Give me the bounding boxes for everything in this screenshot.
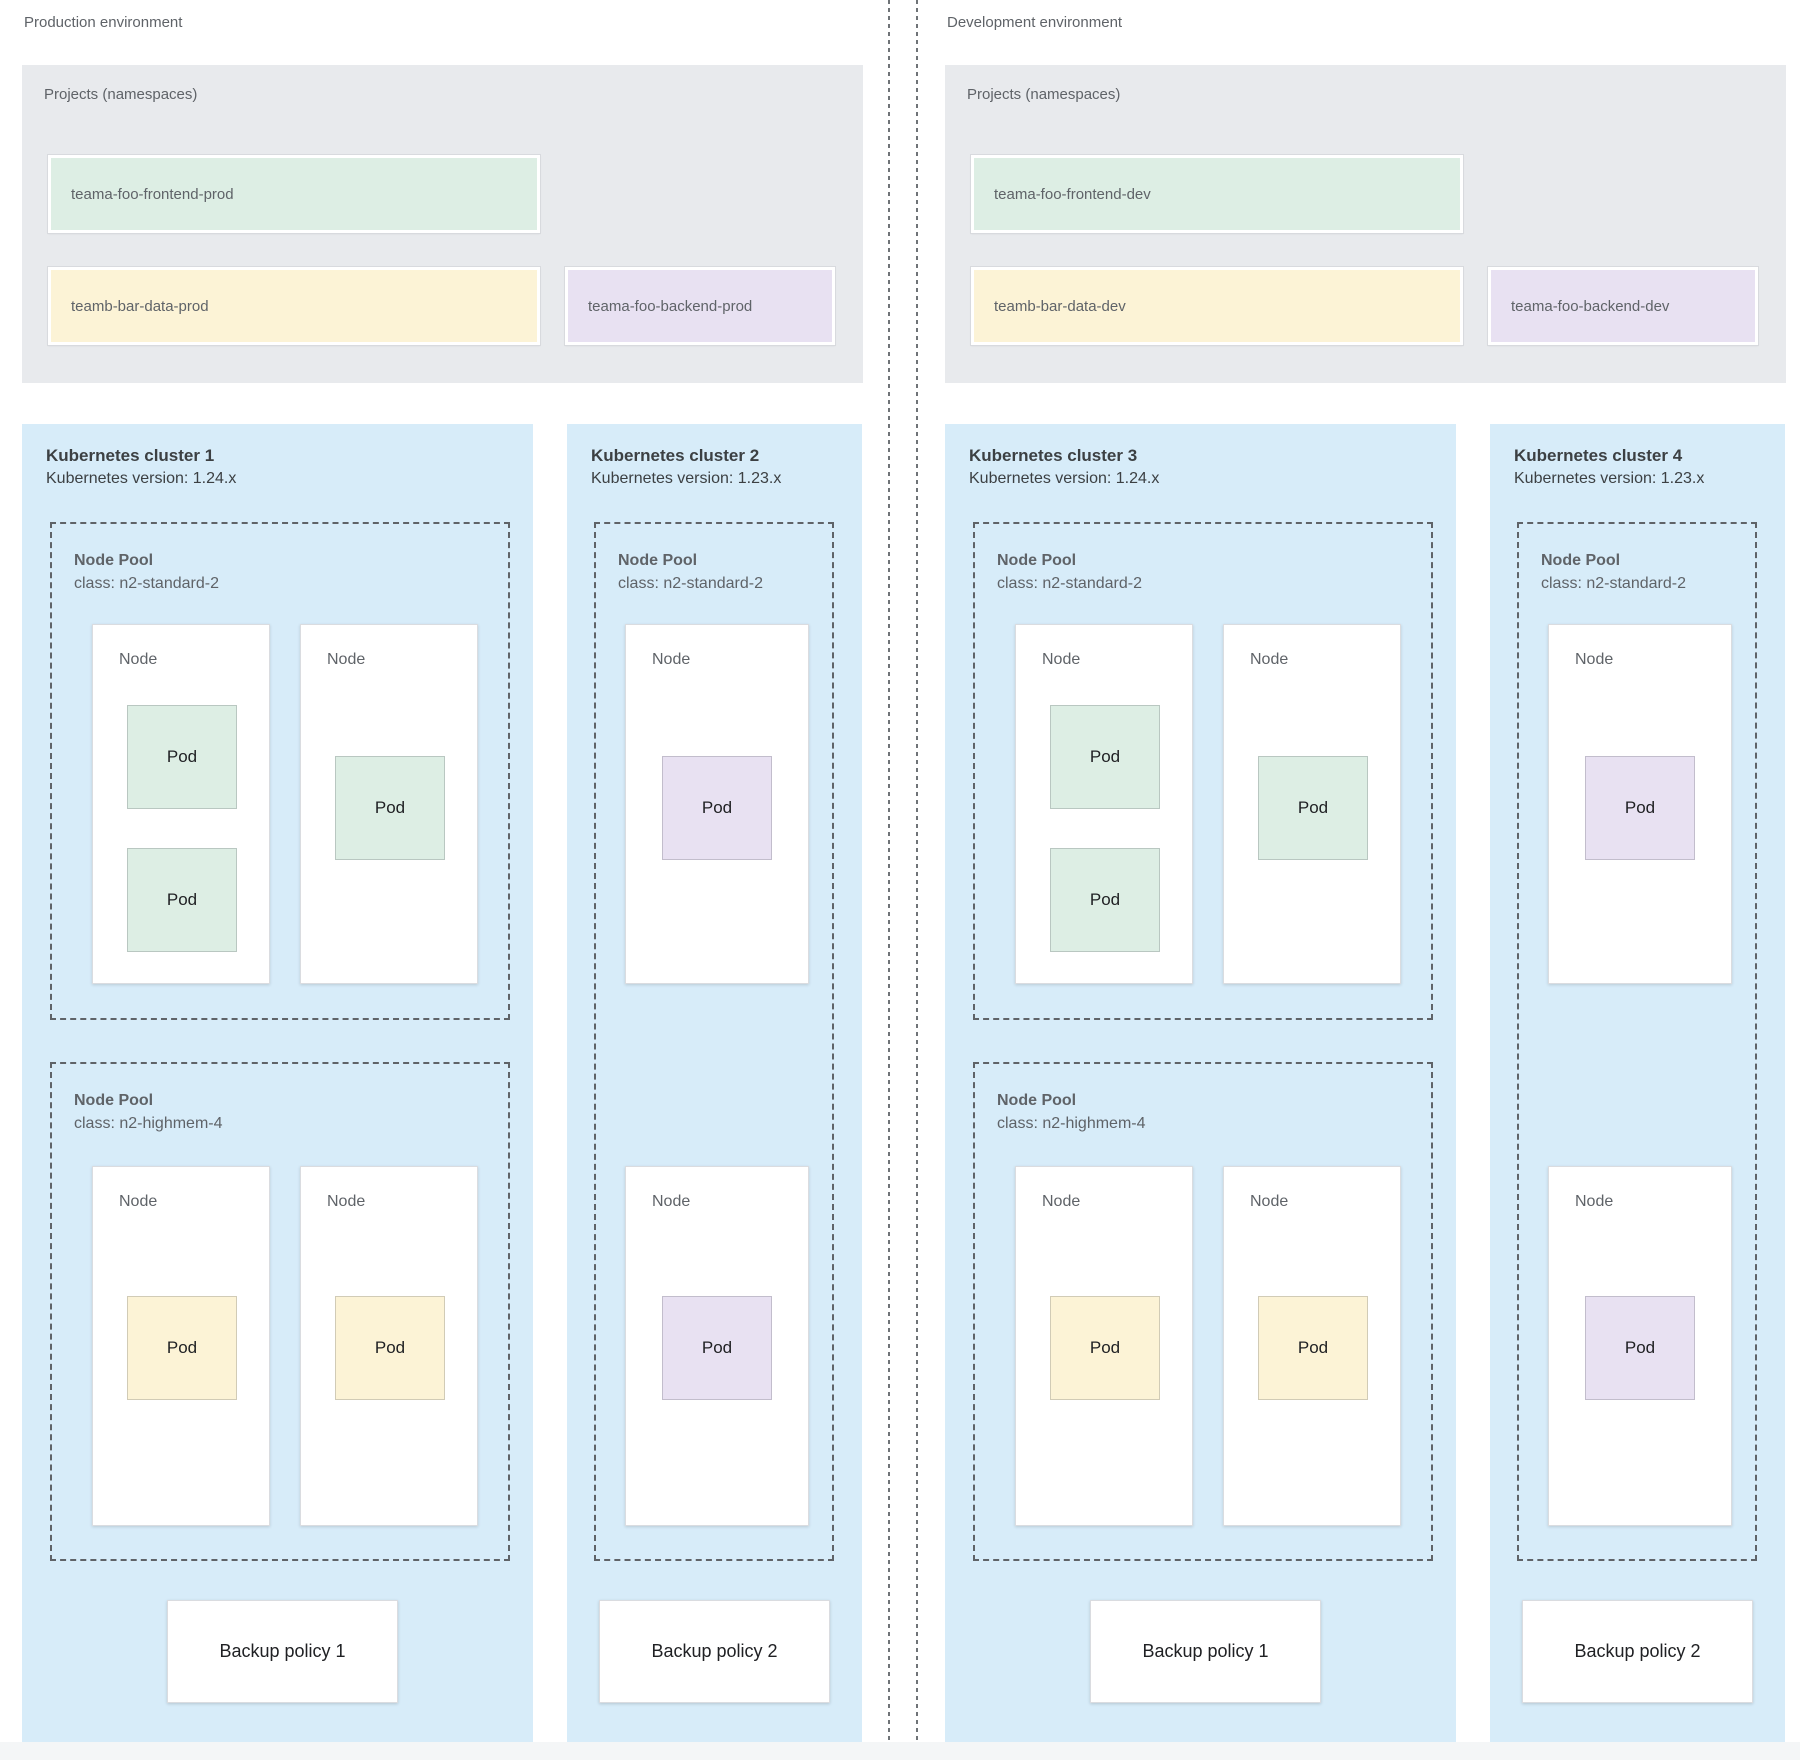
node-pool-class: class: n2-standard-2 (1541, 575, 1686, 592)
pod: Pod (1258, 1296, 1368, 1400)
pod: Pod (127, 1296, 237, 1400)
node-pool-title: Node Pool (997, 552, 1077, 569)
node-label: Node (652, 651, 691, 668)
node-label: Node (327, 651, 366, 668)
page-bottom-strip (0, 1742, 1800, 1760)
pod: Pod (662, 756, 772, 860)
projects-panel-title: Projects (namespaces) (967, 86, 1121, 103)
project-namespace: teama-foo-backend-dev (1488, 267, 1758, 345)
node-pool-class: class: n2-standard-2 (74, 575, 219, 592)
kubernetes-cluster-1: Kubernetes cluster 1 Kubernetes version: … (22, 424, 533, 1742)
project-namespace: teama-foo-backend-prod (565, 267, 835, 345)
node-label: Node (119, 651, 158, 668)
node-pool-title: Node Pool (1541, 552, 1621, 569)
node-label: Node (327, 1193, 366, 1210)
cluster-version: Kubernetes version: 1.24.x (969, 470, 1160, 487)
kubernetes-cluster-4: Kubernetes cluster 4 Kubernetes version: … (1490, 424, 1785, 1742)
node-label: Node (1042, 651, 1081, 668)
backup-policy-card: Backup policy 1 (1090, 1600, 1321, 1703)
pod: Pod (335, 756, 445, 860)
node-pool-class: class: n2-standard-2 (997, 575, 1142, 592)
project-namespace: teama-foo-frontend-prod (48, 155, 540, 233)
pod: Pod (127, 705, 237, 809)
projects-panel: Projects (namespaces) teama-foo-frontend-… (22, 65, 863, 383)
pod: Pod (335, 1296, 445, 1400)
projects-panel: Projects (namespaces) teama-foo-frontend-… (945, 65, 1786, 383)
node-pool-class: class: n2-standard-2 (618, 575, 763, 592)
cluster-title: Kubernetes cluster 3 (969, 446, 1138, 465)
node-label: Node (1575, 651, 1614, 668)
pod: Pod (1050, 848, 1160, 952)
backup-policy-card: Backup policy 1 (167, 1600, 398, 1703)
cluster-version: Kubernetes version: 1.23.x (1514, 470, 1705, 487)
backup-policy-card: Backup policy 2 (599, 1600, 830, 1703)
node-label: Node (1250, 1193, 1289, 1210)
project-namespace: teamb-bar-data-dev (971, 267, 1463, 345)
pod: Pod (1050, 705, 1160, 809)
node-label: Node (1575, 1193, 1614, 1210)
pod: Pod (127, 848, 237, 952)
project-namespace: teamb-bar-data-prod (48, 267, 540, 345)
pod: Pod (662, 1296, 772, 1400)
pod: Pod (1050, 1296, 1160, 1400)
node-label: Node (1042, 1193, 1081, 1210)
kubernetes-cluster-2: Kubernetes cluster 2 Kubernetes version: … (567, 424, 862, 1742)
cluster-version: Kubernetes version: 1.24.x (46, 470, 237, 487)
node-label: Node (652, 1193, 691, 1210)
environment-divider-line-left (888, 0, 890, 1760)
node-label: Node (1250, 651, 1289, 668)
node-pool-title: Node Pool (997, 1092, 1077, 1109)
cluster-title: Kubernetes cluster 2 (591, 446, 760, 465)
node-pool-class: class: n2-highmem-4 (74, 1115, 223, 1132)
node-label: Node (119, 1193, 158, 1210)
kubernetes-cluster-3: Kubernetes cluster 3 Kubernetes version: … (945, 424, 1456, 1742)
environment-divider-line-right (916, 0, 918, 1760)
environment-title: Development environment (947, 14, 1123, 31)
cluster-title: Kubernetes cluster 4 (1514, 446, 1683, 465)
backup-policy-card: Backup policy 2 (1522, 1600, 1753, 1703)
node-pool-title: Node Pool (74, 1092, 154, 1109)
node-pool-title: Node Pool (74, 552, 154, 569)
pod: Pod (1585, 756, 1695, 860)
cluster-version: Kubernetes version: 1.23.x (591, 470, 782, 487)
node-pool-title: Node Pool (618, 552, 698, 569)
environment-title: Production environment (24, 14, 183, 31)
node-pool-class: class: n2-highmem-4 (997, 1115, 1146, 1132)
cluster-title: Kubernetes cluster 1 (46, 446, 215, 465)
pod: Pod (1585, 1296, 1695, 1400)
project-namespace: teama-foo-frontend-dev (971, 155, 1463, 233)
projects-panel-title: Projects (namespaces) (44, 86, 198, 103)
pod: Pod (1258, 756, 1368, 860)
